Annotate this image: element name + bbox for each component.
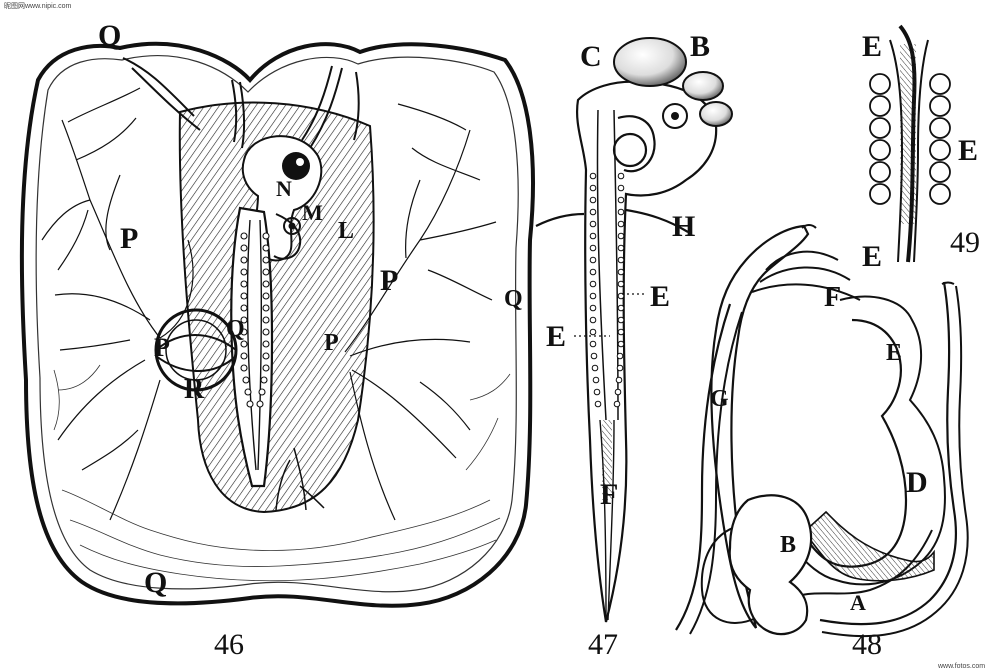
fig46-label-q-right: Q [504, 286, 523, 312]
fig46-label-m: M [302, 200, 323, 225]
fig49-label-e-right: E [958, 134, 978, 167]
long-vessel-right-inner [821, 285, 969, 638]
vessel-top-1 [765, 250, 839, 271]
fig48-label-d: D [906, 466, 928, 499]
figure-number-46: 46 [214, 628, 244, 661]
figure-46: Q P P P P R Q N M L Q Q 46 [19, 19, 535, 661]
figure-48: F E D G B A 48 [675, 224, 969, 661]
watermark-bottom-right: www.fotos.com [937, 663, 985, 670]
capillary-mesh [53, 364, 511, 582]
vessel-cap-right [941, 281, 955, 285]
spinal-shading-49 [900, 44, 916, 224]
somites-49 [869, 73, 951, 205]
fig48-label-e: E [886, 340, 902, 366]
upper-vessels [122, 57, 360, 149]
fig47-label-b: B [690, 30, 710, 63]
fig46-label-p-right: P [380, 264, 398, 297]
fig48-label-a: A [850, 590, 866, 615]
figure-49: E E E 49 [862, 24, 980, 273]
organ-b [728, 494, 813, 636]
fig48-label-b: B [780, 532, 796, 558]
vessel-top-2 [759, 266, 851, 283]
heart-circle [612, 132, 648, 168]
somites-47 [589, 172, 625, 408]
vessel-g-outer [675, 303, 732, 631]
inner-membrane-line [35, 55, 519, 593]
outer-membrane [19, 41, 535, 608]
fig46-label-n: N [276, 176, 292, 201]
figure-number-48: 48 [852, 628, 882, 661]
neural-groove-left [596, 109, 607, 421]
fig47-label-h: H [672, 210, 695, 243]
vessel-left [535, 212, 585, 227]
tail-line-left [599, 419, 607, 621]
vessel-cap-top [801, 224, 817, 229]
figure-number-47: 47 [588, 628, 618, 661]
optic-dot [671, 112, 679, 120]
vein-network-right [344, 103, 497, 521]
brain-vesicle-c [613, 37, 687, 87]
brain-vesicle-lower [699, 101, 733, 127]
fig47-label-c: C [580, 40, 602, 73]
fig49-label-e-top: E [862, 30, 882, 63]
fig49-label-e-bottom: E [862, 240, 882, 273]
figure-number-49: 49 [950, 226, 980, 259]
fig48-label-f: F [824, 282, 841, 313]
inner-line-right-49 [913, 39, 929, 263]
watermark-top-left: 昵图网www.nipic.com [4, 2, 71, 10]
tail-line-right [607, 419, 615, 621]
vessel-h [625, 208, 689, 233]
organ-shading [802, 510, 935, 582]
fig46-label-p-left: P [120, 222, 138, 255]
embryo-figure-46 [230, 135, 323, 488]
lower-right-vessels [275, 447, 325, 511]
fig48-label-g: G [710, 386, 729, 412]
fig47-label-e-left: E [546, 320, 566, 353]
fig47-label-f: F [600, 478, 618, 511]
fig46-label-q-top: Q [98, 19, 121, 52]
fig46-label-r: R [184, 374, 205, 405]
fig46-label-p-ring: P [154, 333, 170, 362]
heart-loop [617, 115, 656, 173]
vitelline-vessel-ring [154, 308, 238, 392]
fig46-label-q-bottom: Q [144, 566, 167, 599]
vessel-g-inner [689, 311, 743, 635]
fig47-label-e-right: E [650, 280, 670, 313]
vessel-top-3 [751, 283, 861, 301]
fig46-label-l: L [338, 218, 354, 244]
long-vessel-right-outer [819, 281, 957, 626]
fig46-label-q-center: Q [226, 316, 245, 342]
fig46-label-p-center: P [324, 330, 339, 356]
tail-shading [602, 420, 612, 500]
brain-vesicle-b [682, 71, 724, 101]
figure-47: C B H E E F 47 [535, 30, 733, 661]
vein-network-left [41, 87, 194, 521]
hatched-embryonic-area [178, 101, 375, 514]
